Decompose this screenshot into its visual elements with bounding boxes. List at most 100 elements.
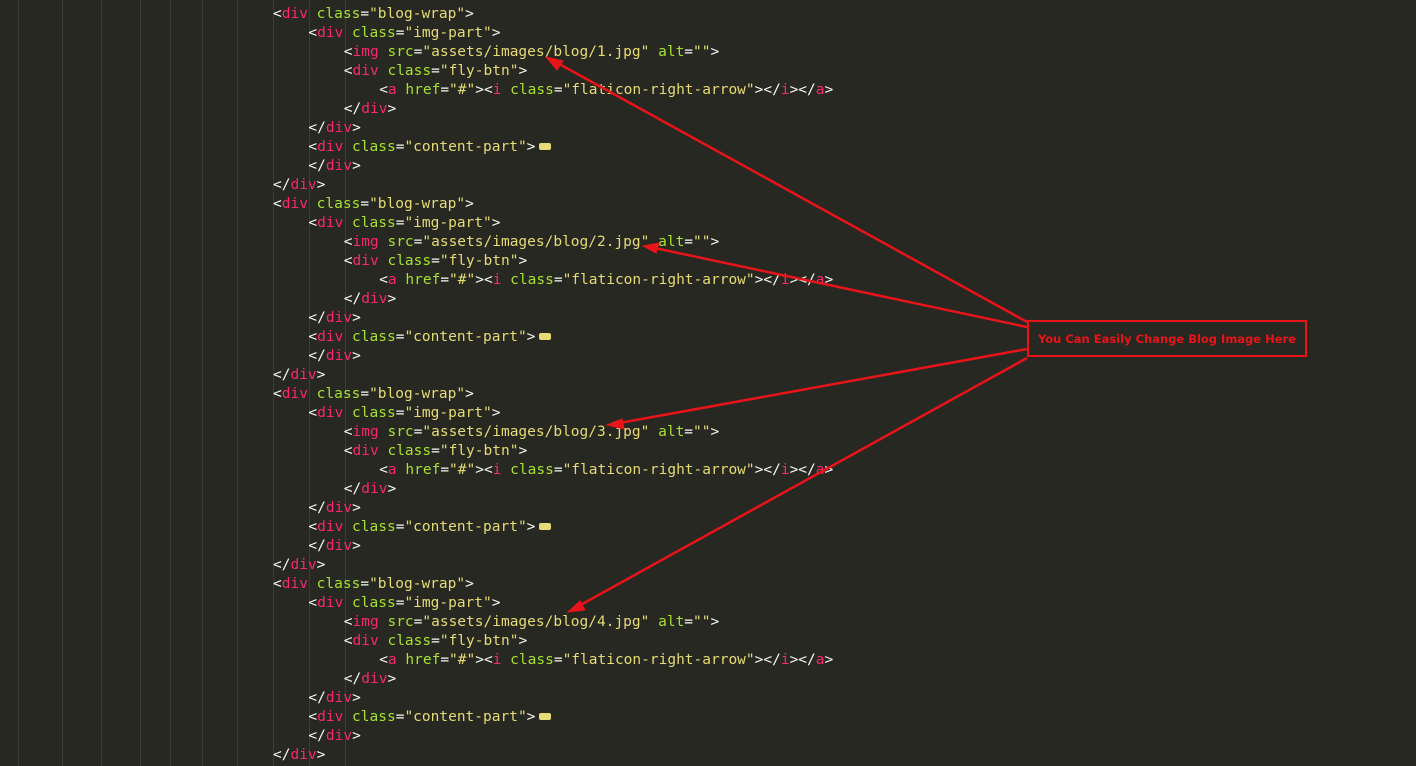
line-anchor[interactable]: <a href="#"><i class="flaticon-right-arr… xyxy=(379,461,833,480)
line-blog-wrap-close[interactable]: </div> xyxy=(273,176,325,195)
code-token: = xyxy=(360,386,370,402)
code-token: div xyxy=(325,500,353,516)
code-token: div xyxy=(325,158,353,174)
line-img-tag[interactable]: <img src="assets/images/blog/2.jpg" alt=… xyxy=(344,233,719,252)
code-token: < xyxy=(273,386,282,402)
line-fly-btn-open[interactable]: <div class="fly-btn"> xyxy=(344,62,527,81)
code-token: = xyxy=(431,63,440,79)
code-token: div xyxy=(317,709,344,725)
line-img-tag[interactable]: <img src="assets/images/blog/4.jpg" alt=… xyxy=(344,613,719,632)
code-token: = xyxy=(553,272,563,288)
code-token: class xyxy=(343,329,396,345)
line-blog-wrap-open[interactable]: <div class="blog-wrap"> xyxy=(273,385,474,404)
line-fly-btn-open[interactable]: <div class="fly-btn"> xyxy=(344,632,527,651)
code-token: = xyxy=(360,6,370,22)
code-token: > xyxy=(316,367,326,383)
code-token: div xyxy=(325,348,353,364)
line-fly-btn-close[interactable]: </div> xyxy=(344,100,396,119)
line-blog-wrap-close[interactable]: </div> xyxy=(273,556,325,575)
line-fly-btn-close[interactable]: </div> xyxy=(344,480,396,499)
alt-value: "" xyxy=(693,614,711,630)
line-img-part-open[interactable]: <div class="img-part"> xyxy=(308,24,500,43)
href-value: "#" xyxy=(449,652,476,668)
code-token: i xyxy=(780,82,790,98)
code-token: </ xyxy=(308,310,326,326)
line-fly-btn-open[interactable]: <div class="fly-btn"> xyxy=(344,442,527,461)
line-blog-wrap-open[interactable]: <div class="blog-wrap"> xyxy=(273,575,474,594)
code-token: = xyxy=(395,595,405,611)
code-token: alt xyxy=(649,614,685,630)
code-token: a xyxy=(387,272,397,288)
code-token: href xyxy=(396,462,441,478)
code-token: < xyxy=(343,424,353,440)
code-token: > xyxy=(710,614,720,630)
line-img-part-open[interactable]: <div class="img-part"> xyxy=(308,594,500,613)
code-token: class xyxy=(307,386,361,402)
code-token: > xyxy=(526,139,536,155)
code-token: class xyxy=(378,63,432,79)
line-anchor[interactable]: <a href="#"><i class="flaticon-right-arr… xyxy=(379,81,833,100)
code-token: div xyxy=(352,633,379,649)
code-token: src xyxy=(378,424,414,440)
line-content-part-open[interactable]: <div class="content-part"> xyxy=(308,138,552,157)
code-token: < xyxy=(273,576,282,592)
fold-ellipsis-icon[interactable] xyxy=(539,142,552,150)
line-blog-wrap-close[interactable]: </div> xyxy=(273,366,325,385)
line-img-part-close[interactable]: </div> xyxy=(308,499,360,518)
code-token: i xyxy=(780,462,790,478)
line-content-part-close[interactable]: </div> xyxy=(308,347,360,366)
code-token: div xyxy=(317,405,344,421)
class-value: "blog-wrap" xyxy=(369,386,466,402)
code-token: div xyxy=(290,177,317,193)
image-src-value: "assets/images/blog/3.jpg" xyxy=(422,424,650,440)
fold-ellipsis-icon[interactable] xyxy=(539,712,552,720)
line-anchor[interactable]: <a href="#"><i class="flaticon-right-arr… xyxy=(379,271,833,290)
code-token: < xyxy=(308,139,318,155)
code-token: div xyxy=(317,25,344,41)
line-blog-wrap-open[interactable]: <div class="blog-wrap"> xyxy=(273,195,474,214)
code-token: = xyxy=(553,652,563,668)
code-token: img xyxy=(352,614,379,630)
code-token: div xyxy=(325,728,353,744)
line-img-tag[interactable]: <img src="assets/images/blog/3.jpg" alt=… xyxy=(344,423,719,442)
line-img-part-open[interactable]: <div class="img-part"> xyxy=(308,404,500,423)
class-value: "blog-wrap" xyxy=(369,196,466,212)
icon-class-value: "flaticon-right-arrow" xyxy=(562,462,755,478)
icon-class-value: "flaticon-right-arrow" xyxy=(562,82,755,98)
fold-ellipsis-icon[interactable] xyxy=(539,522,552,530)
annotation-text: You Can Easily Change Blog Image Here xyxy=(1037,331,1296,346)
line-img-tag[interactable]: <img src="assets/images/blog/1.jpg" alt=… xyxy=(344,43,719,62)
line-blog-wrap-open[interactable]: <div class="blog-wrap"> xyxy=(273,5,474,24)
code-token: > xyxy=(491,215,501,231)
line-img-part-open[interactable]: <div class="img-part"> xyxy=(308,214,500,233)
line-blog-wrap-close[interactable]: </div> xyxy=(273,746,325,765)
line-content-part-open[interactable]: <div class="content-part"> xyxy=(308,708,552,727)
line-anchor[interactable]: <a href="#"><i class="flaticon-right-arr… xyxy=(379,651,833,670)
indent-guide xyxy=(101,0,102,766)
line-img-part-close[interactable]: </div> xyxy=(308,689,360,708)
code-token: < xyxy=(343,633,353,649)
code-token: href xyxy=(396,652,441,668)
line-content-part-close[interactable]: </div> xyxy=(308,537,360,556)
line-fly-btn-open[interactable]: <div class="fly-btn"> xyxy=(344,252,527,271)
alt-value: "" xyxy=(693,234,711,250)
line-content-part-open[interactable]: <div class="content-part"> xyxy=(308,328,552,347)
line-fly-btn-close[interactable]: </div> xyxy=(344,290,396,309)
code-token: class xyxy=(307,576,361,592)
code-token: = xyxy=(395,709,405,725)
line-img-part-close[interactable]: </div> xyxy=(308,119,360,138)
fold-ellipsis-icon[interactable] xyxy=(539,332,552,340)
arrow-to-image-3 xyxy=(605,347,1028,430)
code-token: a xyxy=(387,82,397,98)
line-content-part-close[interactable]: </div> xyxy=(308,727,360,746)
indent-guide xyxy=(62,0,63,766)
code-token: ></ xyxy=(789,82,816,98)
line-img-part-close[interactable]: </div> xyxy=(308,309,360,328)
line-fly-btn-close[interactable]: </div> xyxy=(344,670,396,689)
code-token: < xyxy=(343,63,353,79)
href-value: "#" xyxy=(449,462,476,478)
code-token: alt xyxy=(649,424,685,440)
line-content-part-close[interactable]: </div> xyxy=(308,157,360,176)
line-content-part-open[interactable]: <div class="content-part"> xyxy=(308,518,552,537)
